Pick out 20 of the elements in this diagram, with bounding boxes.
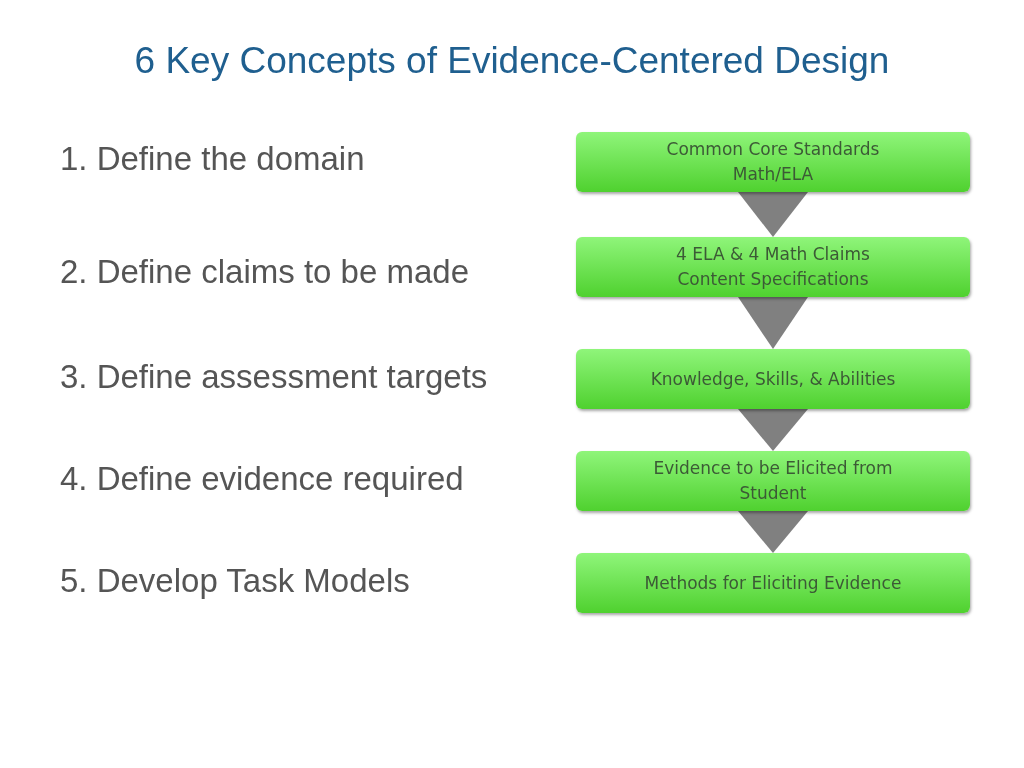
arrow xyxy=(738,511,808,553)
step-text: 3. Define assessment targets xyxy=(60,358,488,396)
process-box xyxy=(576,349,970,409)
process-box xyxy=(576,451,970,511)
process-box xyxy=(576,132,970,192)
process-box xyxy=(576,237,970,297)
box-label: Evidence to be Elicited from Student xyxy=(652,457,894,505)
title: 6 Key Concepts of Evidence-Centered Design xyxy=(133,40,891,82)
step-text: 4. Define evidence required xyxy=(60,460,464,498)
box-label: Methods for Eliciting Evidence xyxy=(643,571,903,595)
arrow xyxy=(738,409,808,451)
step-text: 5. Develop Task Models xyxy=(60,562,410,600)
step-text: 1. Define the domain xyxy=(60,140,365,178)
box-label: 4 ELA & 4 Math Claims Content Specifications xyxy=(675,243,871,291)
arrow xyxy=(738,192,808,237)
box-label: Knowledge, Skills, & Abilities xyxy=(649,367,897,391)
arrow xyxy=(738,297,808,349)
box-label: Common Core Standards Math/ELA xyxy=(665,138,881,186)
process-box xyxy=(576,553,970,613)
step-text: 2. Define claims to be made xyxy=(60,253,470,291)
